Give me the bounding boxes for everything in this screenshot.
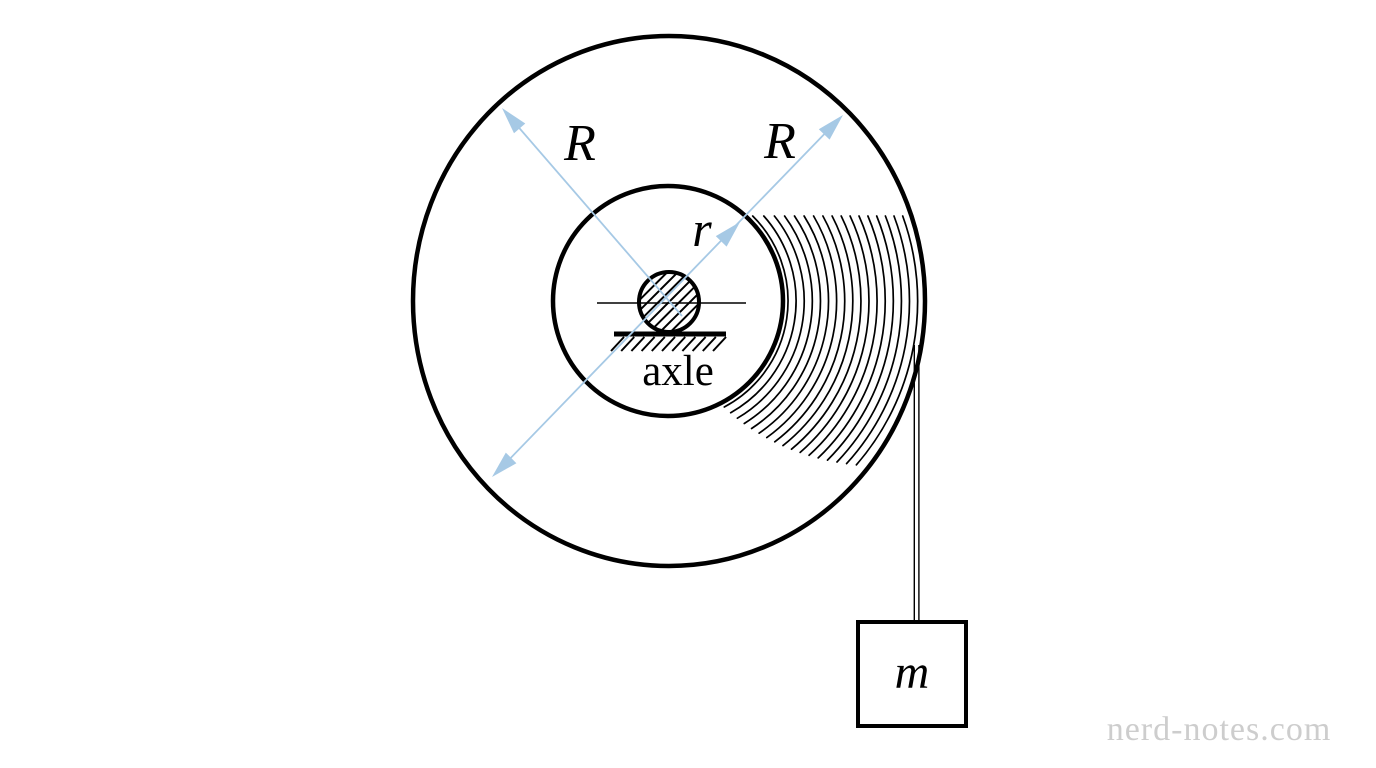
rope-arc — [826, 215, 895, 461]
rope-arc — [750, 215, 822, 430]
ground-hatch-line — [681, 336, 697, 352]
ground-hatch-line — [702, 336, 717, 352]
axle-hatch-line — [640, 273, 694, 331]
arrowhead — [492, 452, 517, 477]
rope-arc — [729, 215, 797, 414]
radius-R-left-label: R — [563, 115, 596, 172]
watermark: nerd-notes.com — [1107, 711, 1332, 748]
arrowhead — [715, 222, 740, 247]
ground-hatching — [610, 336, 727, 352]
rope-coil-arcs — [723, 215, 919, 466]
inner-radius-r-label: r — [692, 201, 712, 257]
mass-box — [856, 620, 968, 728]
radius-R-right-label: R — [763, 113, 796, 170]
rope-arc — [799, 215, 870, 454]
axle-label: axle — [642, 348, 714, 395]
arrowhead — [502, 108, 526, 134]
ground-hatch-line — [620, 336, 635, 352]
rope-arc — [723, 215, 789, 408]
outer-wheel-rim — [410, 33, 928, 569]
ground-hatch-line — [661, 336, 676, 352]
ground-hatch-line — [640, 336, 656, 352]
rope-arc — [855, 215, 919, 466]
arrowhead — [818, 115, 843, 140]
ground-hatch-line — [671, 336, 686, 352]
rope-arc — [773, 215, 846, 443]
diameter-arrow-shaft — [499, 121, 837, 470]
ground-hatch-line — [630, 336, 646, 352]
ground-hatch-line — [651, 336, 666, 352]
axle-hatch-line — [644, 273, 698, 331]
axle-hatch-line — [640, 273, 683, 331]
rope-arc — [765, 215, 838, 439]
axle-hatch-line — [655, 273, 698, 331]
rope-arc — [782, 215, 854, 447]
hanging-string — [913, 345, 920, 624]
axle-hatch-line — [665, 273, 698, 331]
rope-arc — [758, 215, 830, 435]
rope-arc — [808, 215, 878, 457]
rope-arc — [817, 215, 887, 459]
rope-arc — [836, 215, 903, 463]
rope-arc — [743, 215, 814, 425]
rope-arc — [790, 215, 862, 451]
ground-hatch-line — [691, 336, 707, 352]
rope-arc — [736, 215, 805, 420]
radius-arrow-shafts — [499, 114, 837, 470]
mass-m-label: m — [895, 646, 930, 699]
ground-hatch-line — [712, 336, 727, 352]
axle-hatch-line — [640, 273, 673, 331]
radius-arrowheads — [492, 108, 843, 477]
ground-hatch-line — [610, 336, 625, 352]
rope-arc — [845, 215, 911, 465]
radius-R-left-arrow-shaft — [507, 114, 683, 317]
